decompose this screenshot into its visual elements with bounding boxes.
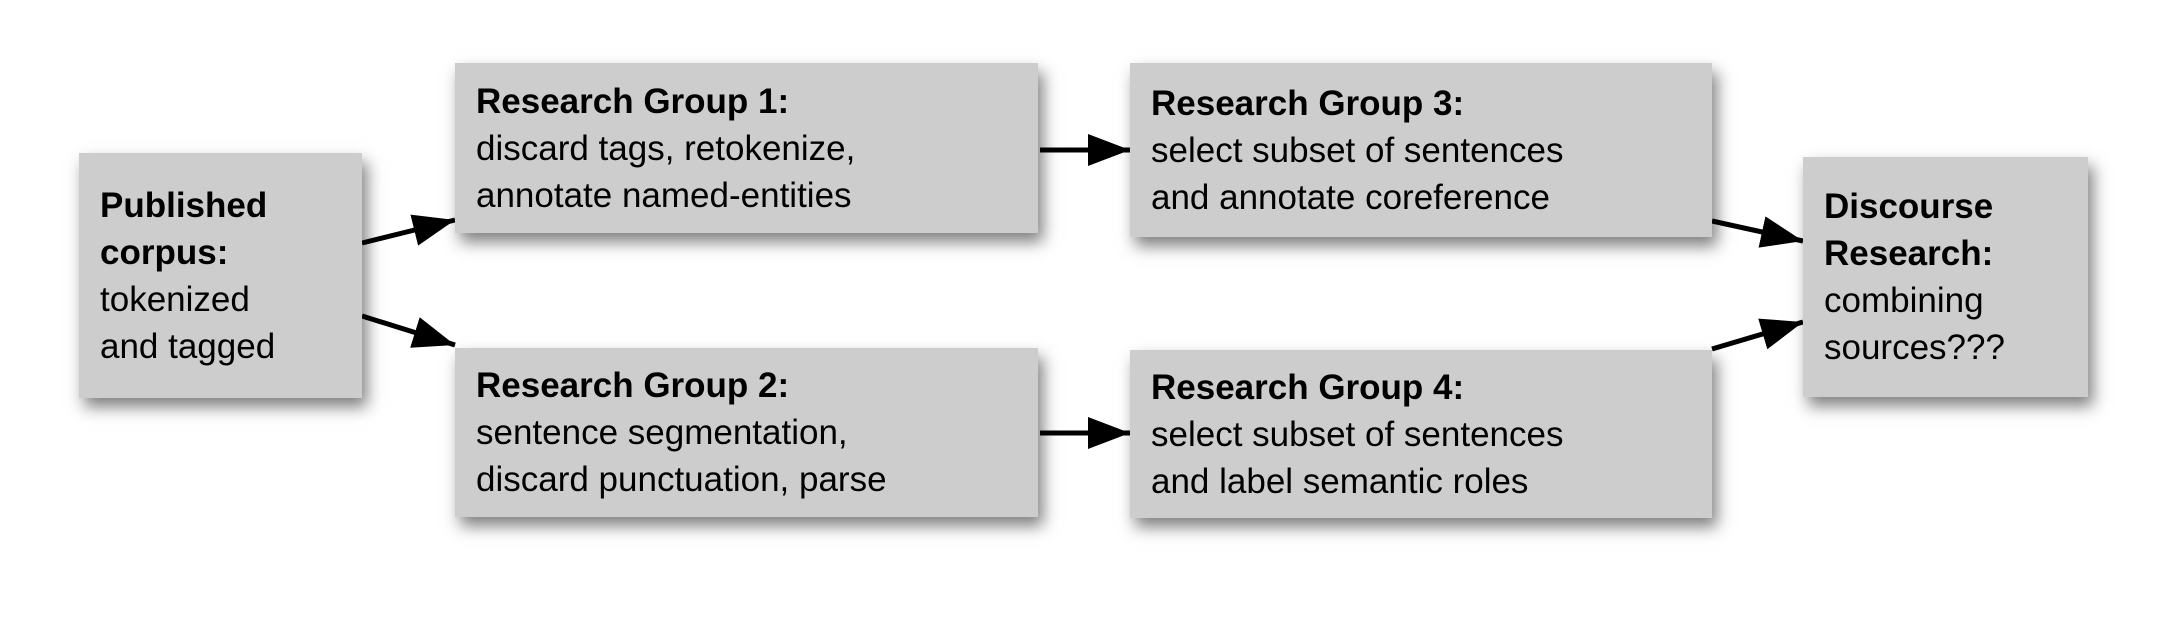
node-title-line: Discourse xyxy=(1824,187,1994,226)
node-text-line: and tagged xyxy=(100,326,276,366)
arrow-published-corpus-to-research-group-2 xyxy=(361,313,456,348)
arrow-research-group-3-to-discourse-research xyxy=(1711,216,1804,248)
node-title-line: Published xyxy=(100,185,268,225)
node-published-corpus: Published corpus: tokenized and tagged xyxy=(79,153,362,398)
node-text-line: sentence segmentation, xyxy=(476,413,848,452)
node-research-group-1: Research Group 1: discard tags, retokeni… xyxy=(455,63,1038,233)
node-title-line: Research Group 4: xyxy=(1151,367,1465,407)
node-discourse-research: Discourse Research: combining sources??? xyxy=(1803,157,2088,397)
node-title-line: corpus: xyxy=(100,232,229,272)
node-research-group-3: Research Group 3: select subset of sente… xyxy=(1130,63,1712,237)
node-text-line: select subset of sentences xyxy=(1151,414,1564,454)
node-text-line: combining xyxy=(1824,281,1984,320)
node-text-line: tokenized xyxy=(100,279,250,319)
node-title-line: Research Group 2: xyxy=(476,366,790,405)
node-title-line: Research Group 3: xyxy=(1151,83,1465,123)
node-text-line: discard tags, retokenize, xyxy=(476,128,856,168)
arrow-published-corpus-to-research-group-1 xyxy=(361,214,456,246)
node-title-line: Research Group 1: xyxy=(476,81,790,121)
node-text-line: sources??? xyxy=(1824,328,2005,367)
arrow-research-group-4-to-discourse-research xyxy=(1711,318,1804,352)
node-text-line: and annotate coreference xyxy=(1151,177,1550,217)
node-text-line: discard punctuation, parse xyxy=(476,460,887,499)
node-title-line: Research: xyxy=(1824,234,1994,273)
node-text-line: select subset of sentences xyxy=(1151,130,1564,170)
node-research-group-2: Research Group 2: sentence segmentation,… xyxy=(455,348,1038,517)
node-text-line: and label semantic roles xyxy=(1151,461,1529,501)
node-text-line: annotate named-entities xyxy=(476,175,852,215)
node-research-group-4: Research Group 4: select subset of sente… xyxy=(1130,350,1712,518)
